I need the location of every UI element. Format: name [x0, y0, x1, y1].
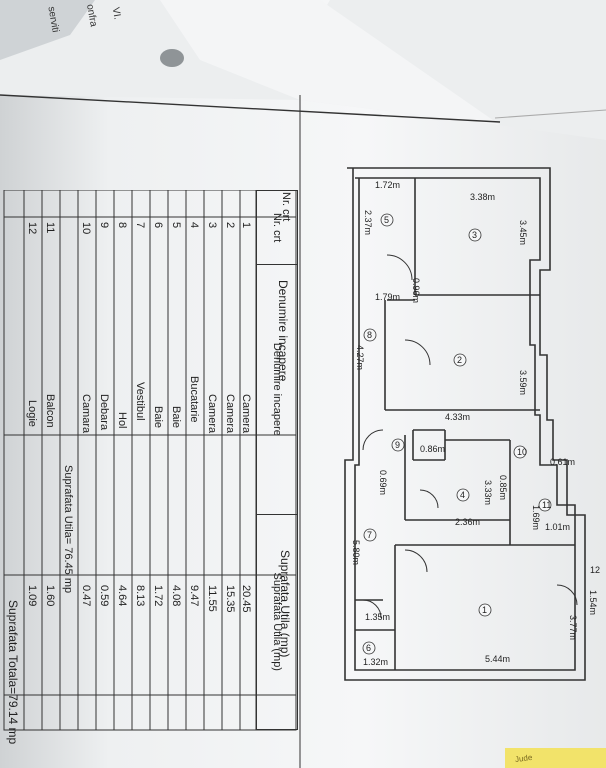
room-number-3: 3 [472, 230, 477, 240]
row-6-nr: 6 [152, 222, 164, 229]
row-11-area: 1.60 [44, 585, 56, 607]
dimension-d132: 1.32m [363, 657, 388, 667]
row-4-nr: 4 [188, 222, 200, 229]
row-2-nr: 2 [224, 222, 236, 229]
areas-table-grid [3, 190, 297, 731]
dimension-d096: 0.96m [411, 278, 421, 303]
dimension-d427: 4.27m [355, 345, 365, 370]
sticky-note-text: Jude [514, 752, 533, 765]
row-7-nr: 7 [134, 222, 146, 229]
dimension-d237: 2.37m [363, 210, 373, 235]
room-number-7: 7 [367, 530, 372, 540]
row-12-area: 1.09 [26, 585, 38, 607]
room-number-6: 6 [366, 643, 371, 653]
total-area: Suprafata Totala=79.14 mp [6, 600, 20, 744]
row-3-name: Camera [206, 394, 218, 434]
row-4-area: 9.47 [188, 585, 200, 607]
row-1-area: 20.45 [240, 585, 252, 613]
row-7-name: Vestibul [134, 382, 146, 421]
dimension-d169: 1.69m [531, 505, 541, 530]
total-area-text: Suprafata Totala=79.14 mp [6, 600, 20, 745]
row-1-nr: 1 [240, 222, 252, 229]
row-10-nr: 10 [80, 222, 92, 235]
room-number-5: 5 [384, 215, 389, 225]
dimension-d345: 3.45m [518, 220, 528, 245]
room-number-9: 9 [395, 440, 400, 450]
room-number-10: 10 [517, 447, 527, 457]
row-5-name: Baie [170, 406, 182, 429]
dimension-d544: 5.44m [485, 654, 510, 664]
row-12-name: Logie [26, 400, 38, 427]
room-number-11: 11 [542, 500, 551, 510]
row-10-name: Camara [80, 394, 92, 434]
dimension-d135: 1.35m [365, 612, 390, 622]
row-3-area: 11.55 [206, 585, 218, 612]
row-9-area: 0.59 [98, 585, 110, 607]
row-9-nr: 9 [98, 222, 110, 229]
dimension-d101: 1.01m [545, 522, 570, 532]
row-6-name: Baie [152, 406, 164, 429]
dimension-d179: 1.79m [375, 292, 400, 302]
dimension-d338: 3.38m [470, 192, 495, 202]
room-number-2: 2 [457, 355, 462, 365]
row-8-nr: 8 [116, 222, 128, 229]
row-1-name: Camera [240, 394, 252, 434]
row-6-area: 1.72 [152, 585, 164, 607]
row-9-name: Debara [98, 394, 110, 431]
dimension-d086a: 0.86m [420, 444, 445, 454]
row-5-area: 4.08 [170, 585, 182, 607]
dimension-d069: 0.69m [378, 470, 388, 495]
row-12-nr: 12 [26, 222, 38, 235]
dimension-d359: 3.59m [518, 370, 528, 395]
row-11-nr: 11 [44, 222, 56, 234]
row-2-area: 15.35 [224, 585, 236, 613]
floor-plan: 1.72m 2.37m 3.38m 3.45m 0.96m 1.79m 4.27m 3.59m… [344, 167, 600, 681]
row-8-name: Hol [116, 412, 128, 429]
room-number-4: 4 [460, 490, 465, 500]
row-4-name: Bucatarie [188, 376, 200, 423]
dimension-d580: 5.80m [351, 540, 361, 565]
subtotal-area: Suprafata Utila= 76.45 mp [62, 465, 74, 594]
room-number-12: 12 [590, 565, 600, 575]
dimension-d085b: 0.85m [498, 475, 508, 500]
dimension-d172: 1.72m [375, 180, 400, 190]
row-5-nr: 5 [170, 222, 182, 229]
room-number-1: 1 [482, 605, 487, 615]
sticky-note: Jude [505, 748, 606, 768]
dimension-d433: 4.33m [445, 412, 470, 422]
corner-text-1: VI. [109, 6, 123, 21]
dimension-d061: 0.61m [550, 457, 575, 467]
dimension-d377: 3.77m [568, 615, 578, 640]
dimension-d333: 3.33m [483, 480, 493, 505]
row-10-area: 0.47 [80, 585, 92, 607]
room-number-8: 8 [367, 330, 372, 340]
row-11-name: Balcon [44, 394, 56, 428]
dimension-d236: 2.36m [455, 517, 480, 527]
row-7-area: 8.13 [134, 585, 146, 607]
row-8-area: 4.64 [116, 585, 128, 607]
row-2-name: Camera [224, 394, 236, 434]
dimension-d154: 1.54m [588, 590, 598, 615]
row-3-nr: 3 [206, 222, 218, 229]
